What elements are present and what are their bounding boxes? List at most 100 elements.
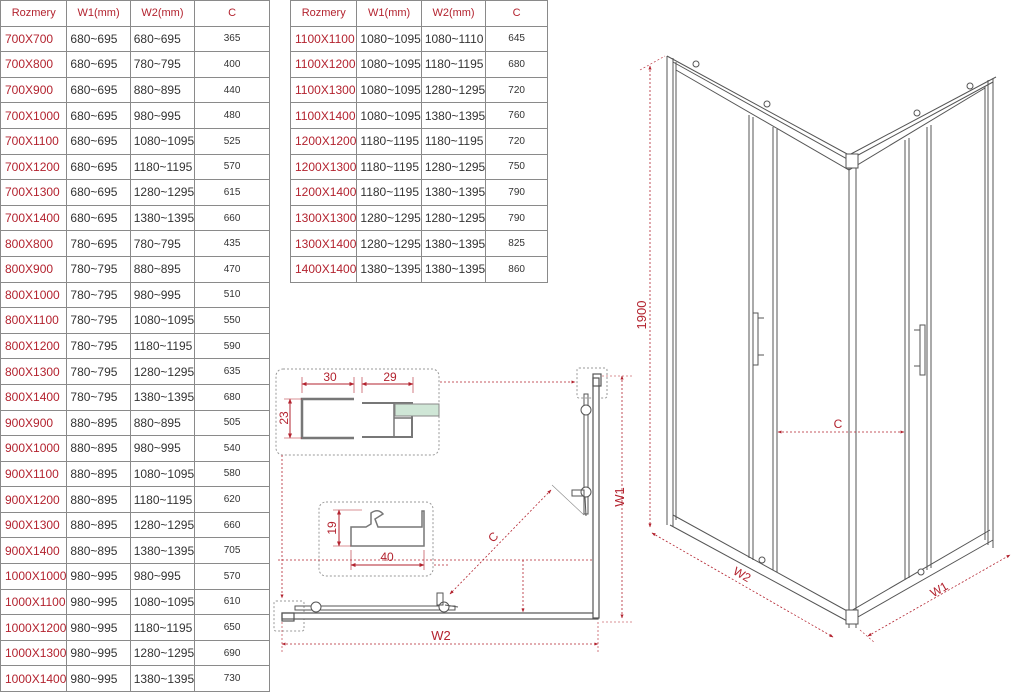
w1-cell: 680~695	[66, 76, 131, 104]
size-cell: 800X1400	[0, 383, 68, 411]
c-cell: 510	[194, 281, 270, 309]
c-cell: 580	[194, 460, 270, 488]
size-cell: 800X1300	[0, 358, 68, 385]
header-rozmery: Rozmery	[289, 0, 358, 27]
c-cell: 860	[485, 255, 548, 283]
w2-cell: 1380~1395	[420, 230, 487, 257]
size-cell: 700X900	[0, 76, 68, 104]
dim-height-1900: 1900	[634, 301, 649, 330]
w2-cell: 1080~1095	[129, 460, 196, 488]
w2-cell: 1180~1195	[129, 486, 196, 513]
w1-cell: 680~695	[66, 51, 131, 78]
w2-cell: 1280~1295	[129, 179, 196, 206]
c-cell: 570	[194, 153, 270, 181]
dim-profile-width-40: 40	[380, 550, 394, 564]
c-cell: 620	[194, 486, 270, 513]
w2-cell: 1280~1295	[129, 639, 196, 667]
size-cell: 1000X1200	[0, 614, 68, 641]
w2-cell: 1280~1295	[420, 76, 487, 104]
table-header-row: Rozmery W1(mm) W2(mm) C	[289, 0, 548, 27]
header-w1: W1(mm)	[66, 0, 131, 27]
c-cell: 365	[194, 25, 270, 53]
w2-cell: 1180~1195	[129, 614, 196, 641]
c-cell: 550	[194, 307, 270, 334]
header-c: C	[485, 0, 548, 27]
c-cell: 570	[194, 563, 270, 590]
isometric-view: 1900 C W2 W1	[634, 55, 1011, 644]
dim-c-iso: C	[834, 417, 843, 431]
c-cell: 750	[485, 153, 548, 181]
dim-profile-width-30: 30	[323, 370, 337, 384]
dim-w1-plan: W1	[612, 487, 627, 507]
w2-cell: 1180~1195	[129, 153, 196, 181]
size-cell: 900X1400	[0, 537, 68, 565]
w1-cell: 1280~1295	[356, 230, 422, 257]
plan-view: 30 29 23 19 40	[273, 367, 634, 654]
size-cell: 1100X1200	[289, 51, 358, 78]
size-cell: 800X800	[0, 230, 68, 257]
dim-profile-height-19: 19	[325, 521, 339, 535]
c-cell: 660	[194, 204, 270, 232]
size-cell: 800X1100	[0, 307, 68, 334]
header-w1: W1(mm)	[356, 0, 422, 27]
c-cell: 590	[194, 332, 270, 360]
size-cell: 1300X1400	[289, 230, 358, 257]
c-cell: 720	[485, 76, 548, 104]
w1-cell: 980~995	[66, 665, 131, 693]
w1-cell: 1080~1095	[356, 102, 422, 129]
dim-c-plan: C	[485, 529, 501, 545]
size-cell: 700X1400	[0, 204, 68, 232]
size-cell: 800X1200	[0, 332, 68, 360]
header-w2: W2(mm)	[129, 0, 196, 27]
w2-cell: 1380~1395	[420, 255, 487, 283]
header-w2: W2(mm)	[420, 0, 487, 27]
size-cell: 1000X1400	[0, 665, 68, 693]
w1-cell: 980~995	[66, 614, 131, 641]
c-cell: 760	[485, 102, 548, 129]
table-header-row: Rozmery W1(mm) W2(mm) C	[0, 0, 270, 27]
header-rozmery: Rozmery	[0, 0, 68, 27]
dim-w2-iso: W2	[731, 564, 754, 585]
dim-profile-height-23: 23	[277, 411, 291, 425]
size-cell: 700X1300	[0, 179, 68, 206]
w1-cell: 1280~1295	[356, 204, 422, 232]
size-cell: 700X700	[0, 25, 68, 53]
size-cell: 800X900	[0, 255, 68, 283]
size-cell: 1400X1400	[289, 255, 358, 283]
c-cell: 790	[485, 204, 548, 232]
size-cell: 700X800	[0, 51, 68, 78]
c-cell: 650	[194, 614, 270, 641]
w2-cell: 880~895	[129, 255, 196, 283]
w2-cell: 1180~1195	[420, 51, 487, 78]
w2-cell: 1380~1395	[129, 537, 196, 565]
w2-cell: 1380~1395	[129, 665, 196, 693]
size-cell: 1200X1300	[289, 153, 358, 181]
w1-cell: 780~795	[66, 307, 131, 334]
w1-cell: 980~995	[66, 639, 131, 667]
w1-cell: 980~995	[66, 563, 131, 590]
profile-detail-top: 30 29 23	[275, 368, 440, 456]
